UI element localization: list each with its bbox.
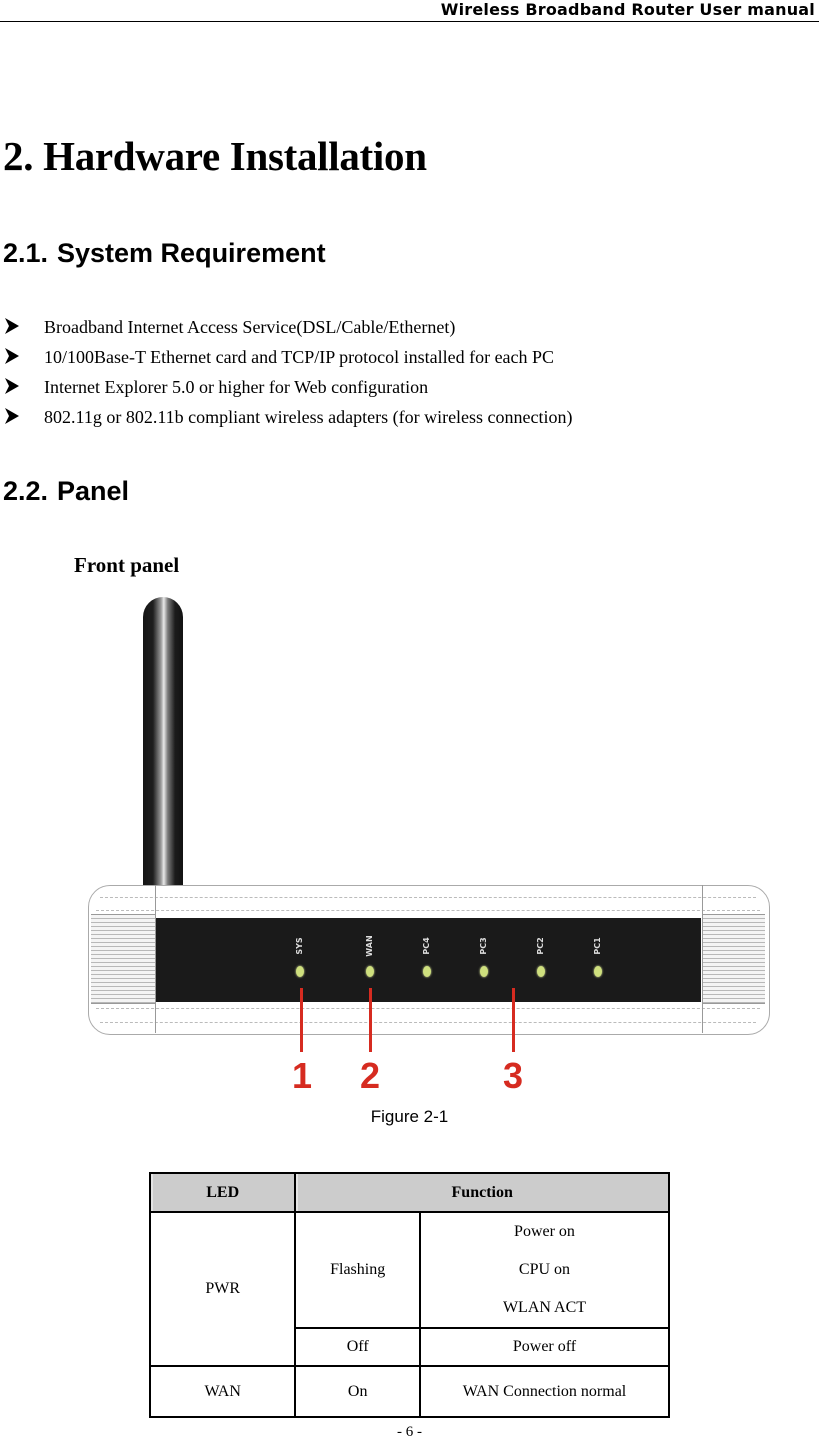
right-vent-grille <box>702 914 765 1004</box>
requirements-list: Broadband Internet Access Service(DSL/Ca… <box>0 314 573 434</box>
requirement-text: 802.11g or 802.11b compliant wireless ad… <box>44 407 573 427</box>
led-label-wan: WAN <box>365 935 374 957</box>
list-item: Internet Explorer 5.0 or higher for Web … <box>0 374 573 404</box>
cell-function: WAN Connection normal <box>418 1365 671 1418</box>
section-number: 2.1. <box>3 238 49 268</box>
left-vent-grille <box>91 914 155 1004</box>
callout-line-1 <box>300 988 303 1052</box>
led-panel <box>156 918 701 1002</box>
list-item: 802.11g or 802.11b compliant wireless ad… <box>0 404 573 434</box>
cell-function: Power on CPU on WLAN ACT <box>418 1211 671 1329</box>
callout-number-3: 3 <box>502 1055 524 1096</box>
arrow-bullet-icon <box>5 318 19 334</box>
requirement-text: Internet Explorer 5.0 or higher for Web … <box>44 377 429 397</box>
led-function-table: LED Function PWR Flashing Power on CPU o… <box>148 1172 671 1418</box>
section-title: Panel <box>57 476 130 506</box>
cell-state: On <box>294 1365 421 1418</box>
body-edge-line <box>100 897 756 898</box>
section-title: System Requirement <box>57 238 326 268</box>
arrow-bullet-icon <box>5 378 19 394</box>
cell-led: WAN <box>148 1365 297 1418</box>
table-row: WAN On WAN Connection normal <box>148 1365 671 1418</box>
function-line: CPU on <box>518 1261 571 1278</box>
section-heading-panel: 2.2. Panel <box>3 476 129 507</box>
front-panel-label: Front panel <box>74 553 180 577</box>
requirement-text: Broadband Internet Access Service(DSL/Ca… <box>44 317 456 337</box>
page-number: - 6 - <box>397 1424 422 1440</box>
function-line: Power on <box>514 1223 575 1240</box>
header-led: LED <box>148 1172 297 1213</box>
cell-state: Flashing <box>294 1211 421 1329</box>
cell-function: Power off <box>418 1327 671 1367</box>
cell-led: PWR <box>148 1211 297 1367</box>
router-front-panel-figure: SYS WAN PC4 PC3 PC2 PC1 1 2 3 <box>0 590 819 1100</box>
section-heading-system-requirement: 2.1. System Requirement <box>3 238 326 269</box>
callout-line-3 <box>512 988 515 1052</box>
header-function: Function <box>294 1172 670 1213</box>
body-edge-line <box>96 910 760 911</box>
led-label-pc2: PC2 <box>536 937 545 955</box>
led-label-pc3: PC3 <box>479 937 488 955</box>
section-number: 2.2. <box>3 476 49 506</box>
table-row: PWR Flashing Power on CPU on WLAN ACT <box>148 1211 671 1367</box>
led-sys <box>296 966 304 977</box>
antenna <box>143 597 183 887</box>
led-pc2 <box>537 966 545 977</box>
led-label-pc4: PC4 <box>422 937 431 955</box>
body-divider <box>702 885 703 1033</box>
arrow-bullet-icon <box>5 348 19 364</box>
header-rule <box>0 21 819 22</box>
body-divider <box>155 885 156 1033</box>
table-row: Off Power off <box>150 1327 671 1367</box>
requirement-text: 10/100Base-T Ethernet card and TCP/IP pr… <box>44 347 555 367</box>
body-edge-line <box>96 1008 760 1009</box>
led-pc3 <box>480 966 488 977</box>
callout-number-1: 1 <box>291 1055 313 1096</box>
led-wan <box>366 966 374 977</box>
callout-line-2 <box>369 988 372 1052</box>
running-header-title: Wireless Broadband Router User manual <box>440 0 815 19</box>
table-header-row: LED Function <box>148 1172 670 1213</box>
callout-number-2: 2 <box>359 1055 381 1096</box>
led-label-pc1: PC1 <box>593 937 602 955</box>
list-item: 10/100Base-T Ethernet card and TCP/IP pr… <box>0 344 573 374</box>
led-label-sys: SYS <box>295 937 304 955</box>
body-edge-line <box>100 1022 756 1023</box>
figure-caption: Figure 2-1 <box>370 1107 449 1126</box>
led-pc1 <box>594 966 602 977</box>
chapter-title: 2. Hardware Installation <box>3 133 427 179</box>
list-item: Broadband Internet Access Service(DSL/Ca… <box>0 314 573 344</box>
arrow-bullet-icon <box>5 408 19 424</box>
led-pc4 <box>423 966 431 977</box>
function-line: WLAN ACT <box>502 1299 587 1316</box>
cell-state: Off <box>294 1327 421 1367</box>
